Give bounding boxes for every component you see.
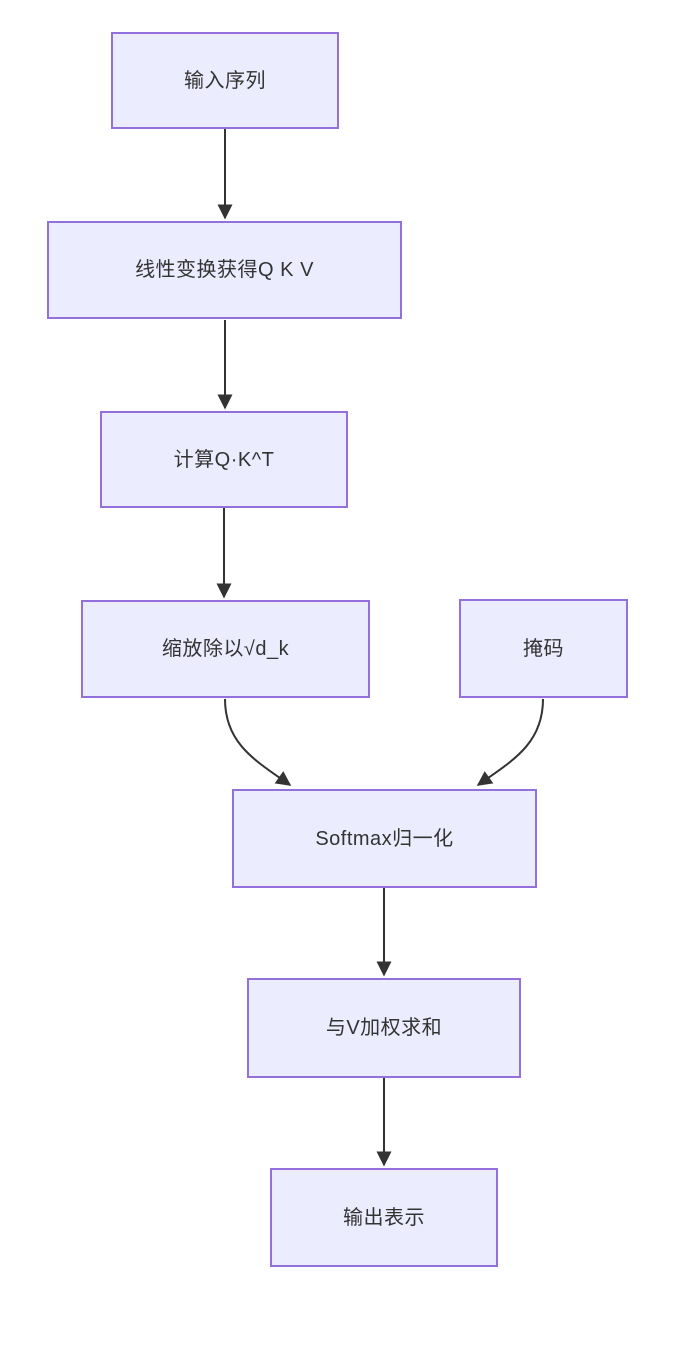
- node-label-weighted-sum: 与V加权求和: [325, 1017, 443, 1039]
- flowchart-node-compute-qkt: 计算Q·K^T: [100, 411, 348, 508]
- flowchart-node-scale: 缩放除以√d_k: [81, 600, 370, 698]
- flowchart-node-weighted-sum: 与V加权求和: [247, 978, 521, 1078]
- node-label-softmax: Softmax归一化: [315, 827, 454, 850]
- node-label-scale: 缩放除以√d_k: [161, 638, 290, 660]
- flowchart-node-mask: 掩码: [459, 599, 628, 698]
- flowchart-node-input: 输入序列: [111, 32, 339, 129]
- flowchart-node-softmax: Softmax归一化: [232, 789, 537, 888]
- flowchart-node-output: 输出表示: [270, 1168, 498, 1267]
- node-label-mask: 掩码: [523, 637, 564, 660]
- node-label-input: 输入序列: [184, 69, 266, 92]
- node-label-compute-qkt: 计算Q·K^T: [173, 448, 275, 471]
- edge-scale-to-softmax: [224, 698, 292, 786]
- edge-mask-to-softmax: [476, 698, 544, 786]
- node-label-linear-transform: 线性变换获得Q K V: [135, 259, 314, 281]
- flowchart-node-linear-transform: 线性变换获得Q K V: [47, 221, 402, 319]
- node-label-output: 输出表示: [343, 1206, 425, 1229]
